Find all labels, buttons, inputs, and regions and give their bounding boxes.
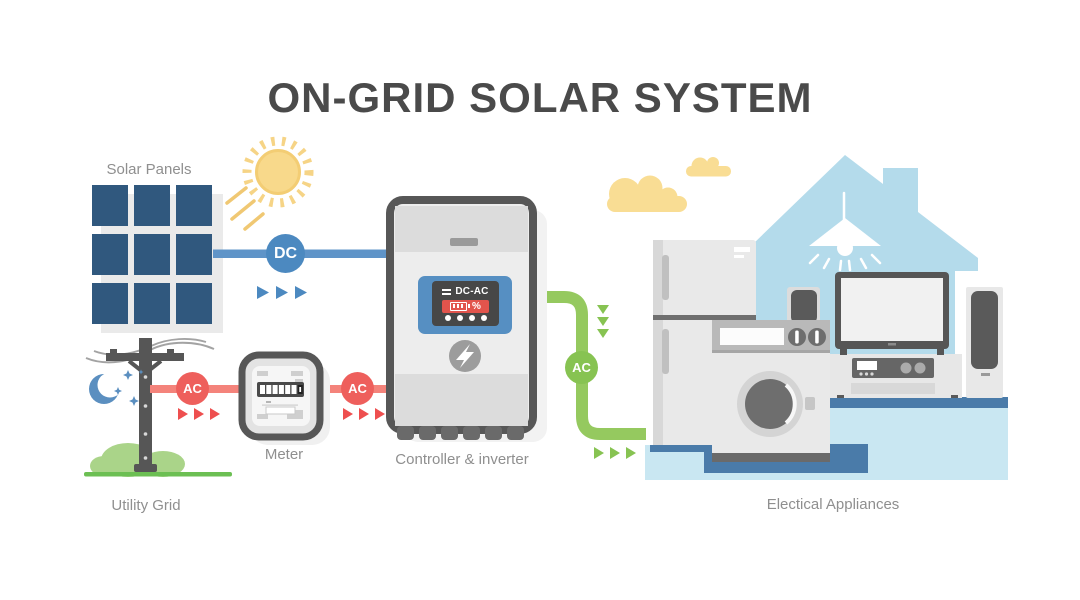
meter-device <box>238 351 330 445</box>
washing-machine <box>712 320 830 462</box>
fridge-handle-top <box>662 255 669 300</box>
sun-icon <box>225 136 314 231</box>
solar-panel-array <box>92 185 223 333</box>
solar-panels-label: Solar Panels <box>106 161 192 178</box>
page-title: ON-GRID SOLAR SYSTEM <box>267 74 813 121</box>
fridge-handle-bottom <box>662 329 669 374</box>
lamp-shade <box>809 218 881 246</box>
cloud-icon <box>607 157 731 212</box>
utility-pole <box>84 338 232 477</box>
fridge-divider <box>653 315 756 320</box>
lamp-bulb <box>837 240 853 256</box>
utility-grid-label: Utility Grid <box>111 497 181 514</box>
red-arrows-right <box>178 408 385 420</box>
tv-screen <box>841 278 943 341</box>
crossarm <box>106 353 184 361</box>
terminal-connectors <box>397 426 524 440</box>
stars-icon <box>114 369 144 406</box>
display-mode-text: DC-AC <box>455 286 489 298</box>
small-speaker <box>787 287 820 325</box>
washer-door-handle <box>805 397 815 410</box>
lightning-logo-icon <box>449 340 481 372</box>
lamp-rays <box>808 253 882 272</box>
display-percent-text: % <box>472 300 481 312</box>
blue-arrows-right <box>257 286 307 299</box>
menu-lines-icon <box>442 288 452 295</box>
controller-inverter-label: Controller & inverter <box>395 451 529 468</box>
battery-icon <box>450 301 471 311</box>
tower-speaker <box>966 287 1003 398</box>
ac-badge-utility: AC <box>176 372 209 405</box>
ac-badge-house: AC <box>565 351 598 384</box>
ground-line <box>84 472 232 477</box>
ac-badge-meter: AC <box>341 372 374 405</box>
green-arrows-right <box>594 447 636 459</box>
floor-shadow-strip <box>828 397 1008 408</box>
display-mode-row: DC-AC <box>442 286 488 297</box>
display-buttons <box>444 314 487 321</box>
television <box>835 272 949 355</box>
green-arrows-down <box>597 305 609 338</box>
tv-cabinet <box>830 354 962 398</box>
washer-display <box>720 328 784 345</box>
controller-display: DC-AC % <box>432 281 499 326</box>
meter-label: Meter <box>264 446 304 463</box>
display-battery-row: % <box>442 299 489 313</box>
electrical-appliances-label: Electical Appliances <box>766 496 900 513</box>
dc-badge: DC <box>266 234 305 273</box>
